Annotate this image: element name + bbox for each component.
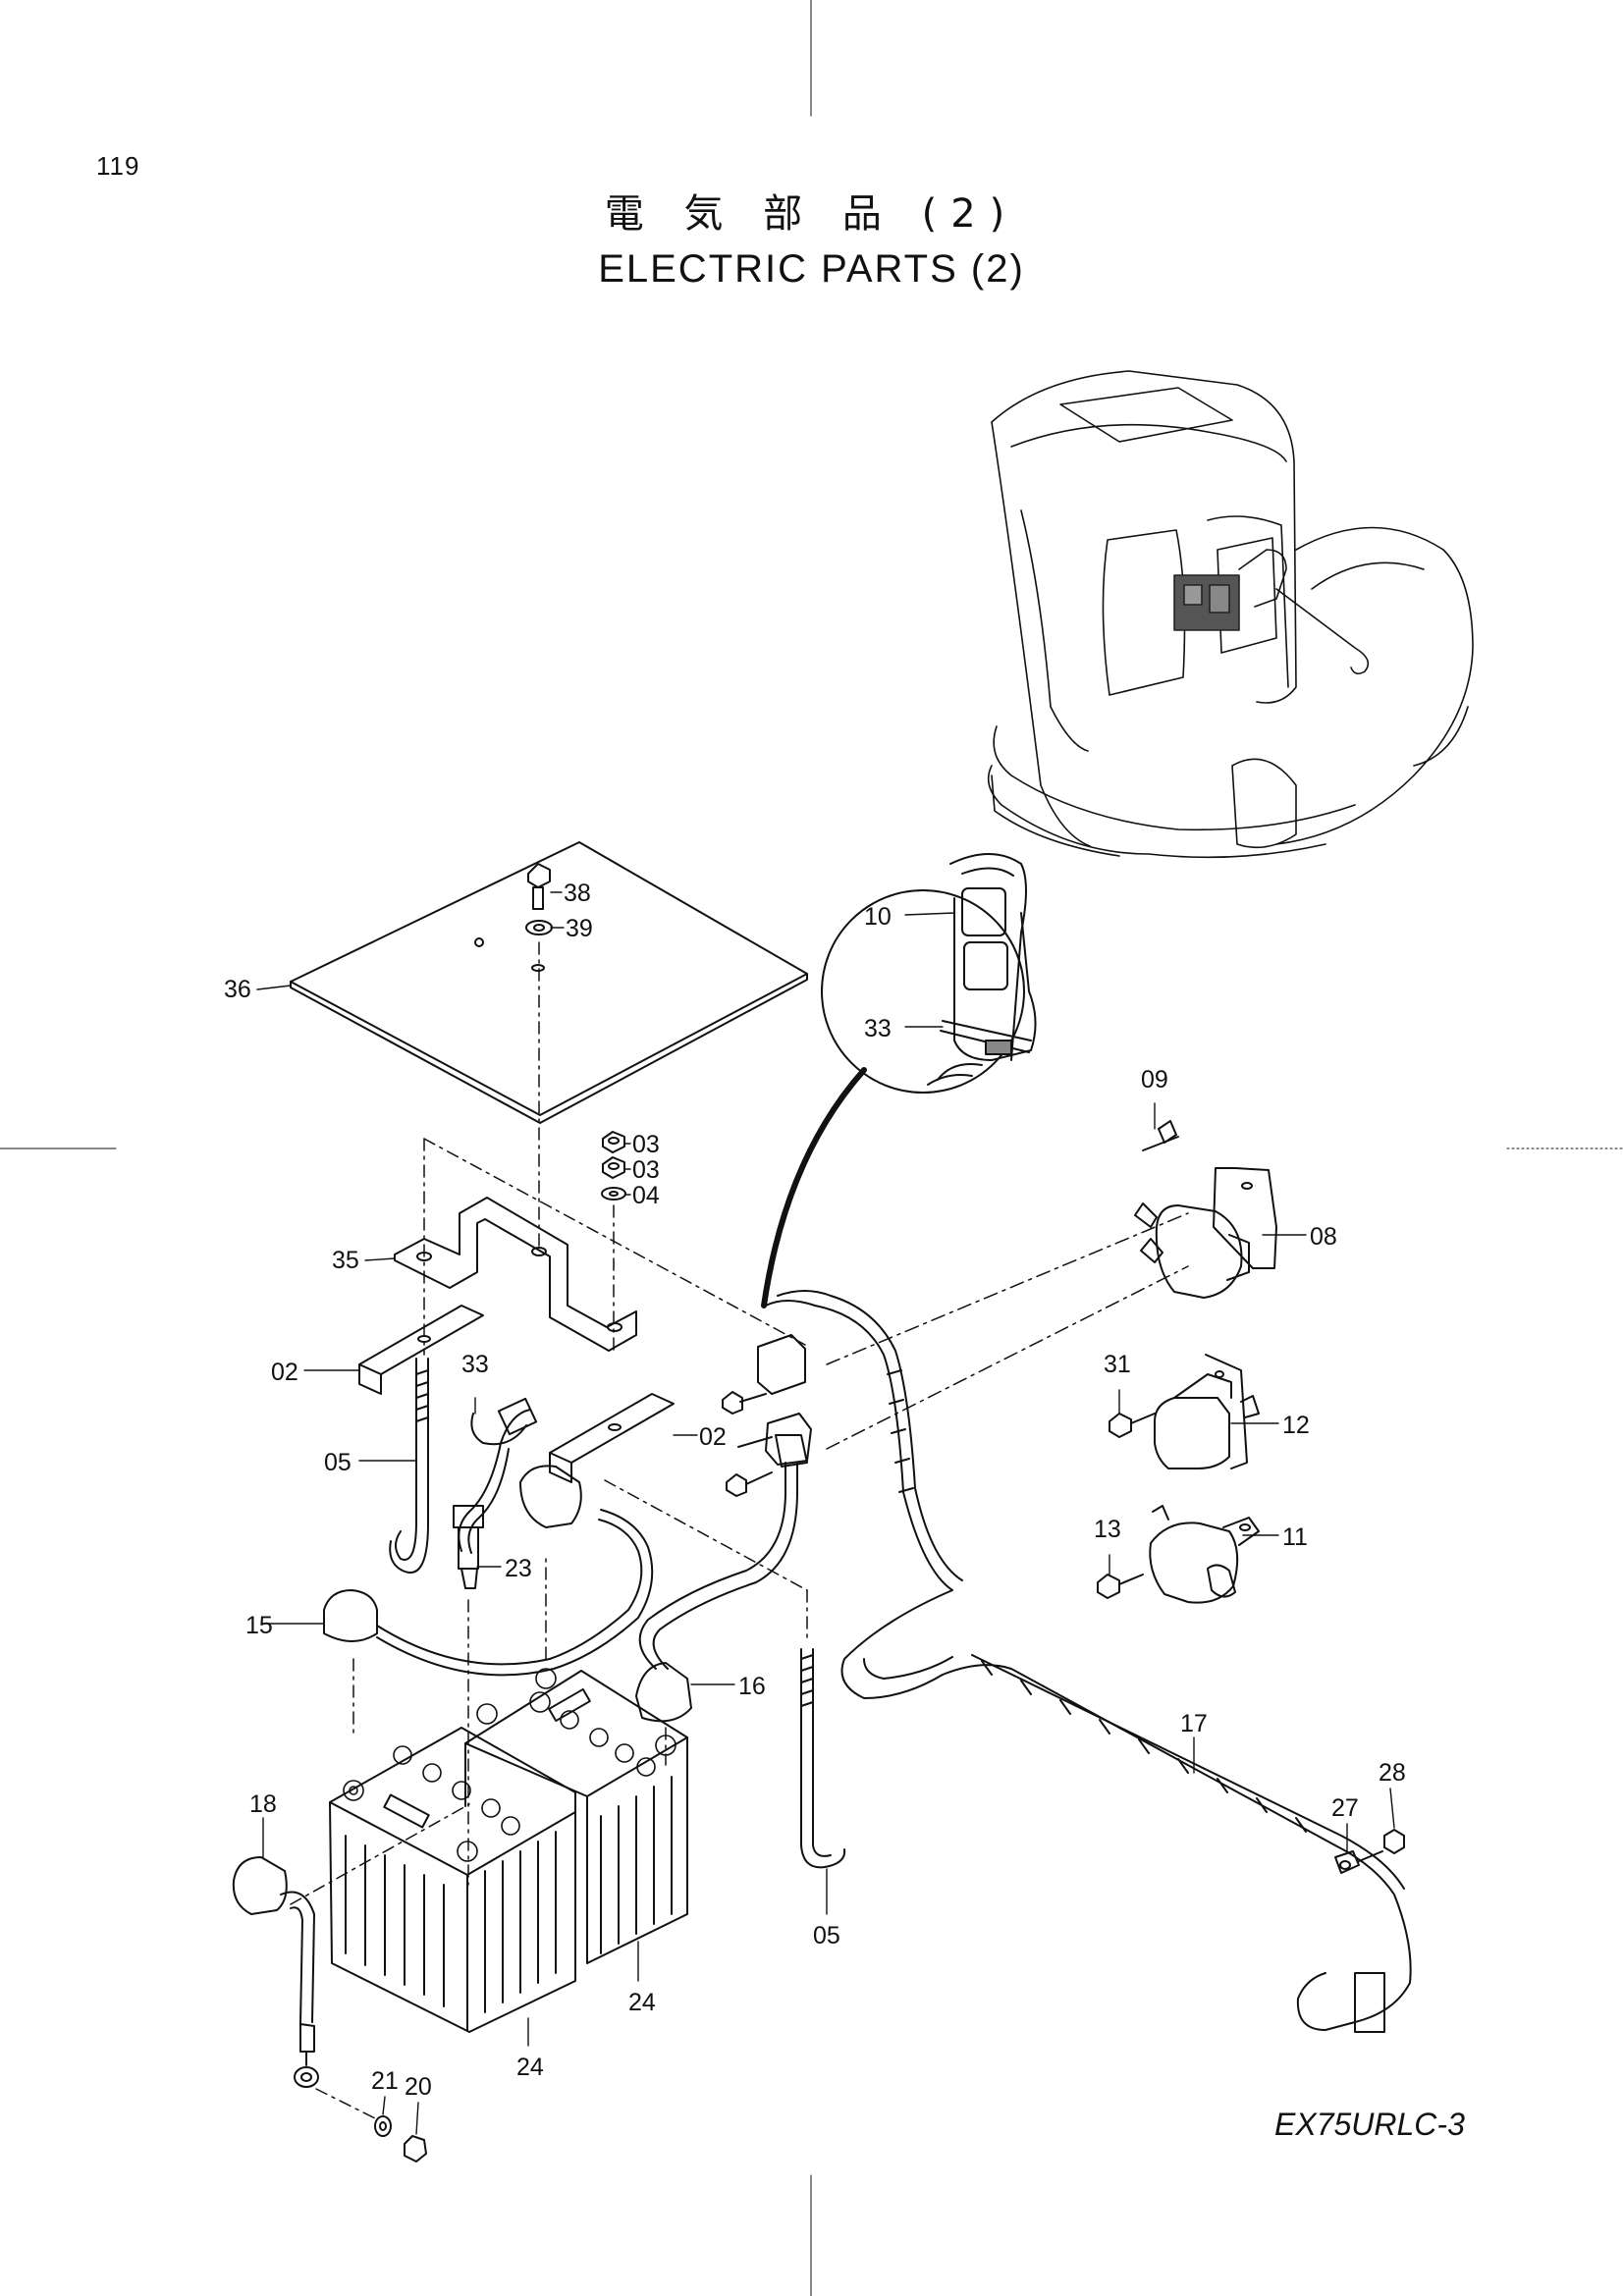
callout-16: 16 [738,1673,766,1700]
title-block: 電 気 部 品 (2) ELECTRIC PARTS (2) [0,188,1623,296]
battery-hold-bracket [394,1138,806,1356]
callout-33: 33 [461,1351,489,1378]
callout-05-right: 05 [813,1922,840,1949]
callout-11: 11 [1282,1523,1308,1551]
battery-cover-plate [290,841,808,1124]
callout-03-lower: 03 [632,1156,660,1184]
callout-33-detail: 33 [864,1015,892,1042]
hook-rod-left [389,1358,429,1574]
callout-05-left: 05 [324,1449,352,1476]
battery-cable-15 [323,1465,654,1736]
bolt-and-washer [525,863,553,1248]
callout-24-right: 24 [628,1989,656,2016]
nuts-and-washer [601,1131,626,1352]
callout-15: 15 [245,1612,273,1639]
model-code: EX75URLC-3 [1274,2107,1465,2142]
callout-13: 13 [1094,1516,1121,1543]
excavator-cab-overview [987,370,1474,859]
battery-sensor [453,1397,538,1886]
callout-labels: 38 39 36 10 33 09 08 03 03 04 35 02 02 3… [224,880,1406,2101]
callout-39: 39 [566,915,593,942]
callout-09: 09 [1141,1066,1168,1094]
battery-cable-16 [635,1434,808,1766]
callout-08: 08 [1310,1223,1337,1251]
callout-04: 04 [632,1182,660,1209]
callout-24-left: 24 [516,2054,544,2081]
callout-28: 28 [1379,1759,1406,1787]
title-english: ELECTRIC PARTS (2) [598,247,1025,291]
callout-02-right: 02 [699,1423,727,1451]
callout-10: 10 [864,903,892,931]
title-japanese: 電 気 部 品 (2) [604,191,1019,237]
callout-38: 38 [564,880,591,907]
callout-18: 18 [249,1790,277,1818]
callout-31: 31 [1104,1351,1131,1378]
angle-bracket-left [358,1305,484,1395]
wire-harness-17 [722,1212,1412,2033]
callout-35: 35 [332,1247,359,1274]
battery-terminal-caps [343,1668,676,1862]
leader-lines [256,891,1395,2135]
callout-20: 20 [405,2073,432,2101]
page-number: 119 [96,151,140,181]
callout-17: 17 [1180,1710,1208,1737]
battery-front [329,1727,576,2033]
callout-03-upper: 03 [632,1131,660,1158]
callout-36: 36 [224,976,251,1003]
callout-12: 12 [1282,1412,1310,1439]
detail-circle-relay [761,853,1037,1308]
hook-rod-right [604,1479,846,1869]
callout-27: 27 [1331,1794,1359,1822]
relay-12 [1109,1354,1260,1469]
callout-21: 21 [371,2067,399,2095]
battery-relay [1134,1120,1277,1299]
angle-bracket-right [549,1393,675,1483]
switch-11 [1097,1505,1260,1604]
ground-cable-18 [232,1803,470,2163]
callout-02-left: 02 [271,1359,298,1386]
callout-23: 23 [505,1555,532,1582]
